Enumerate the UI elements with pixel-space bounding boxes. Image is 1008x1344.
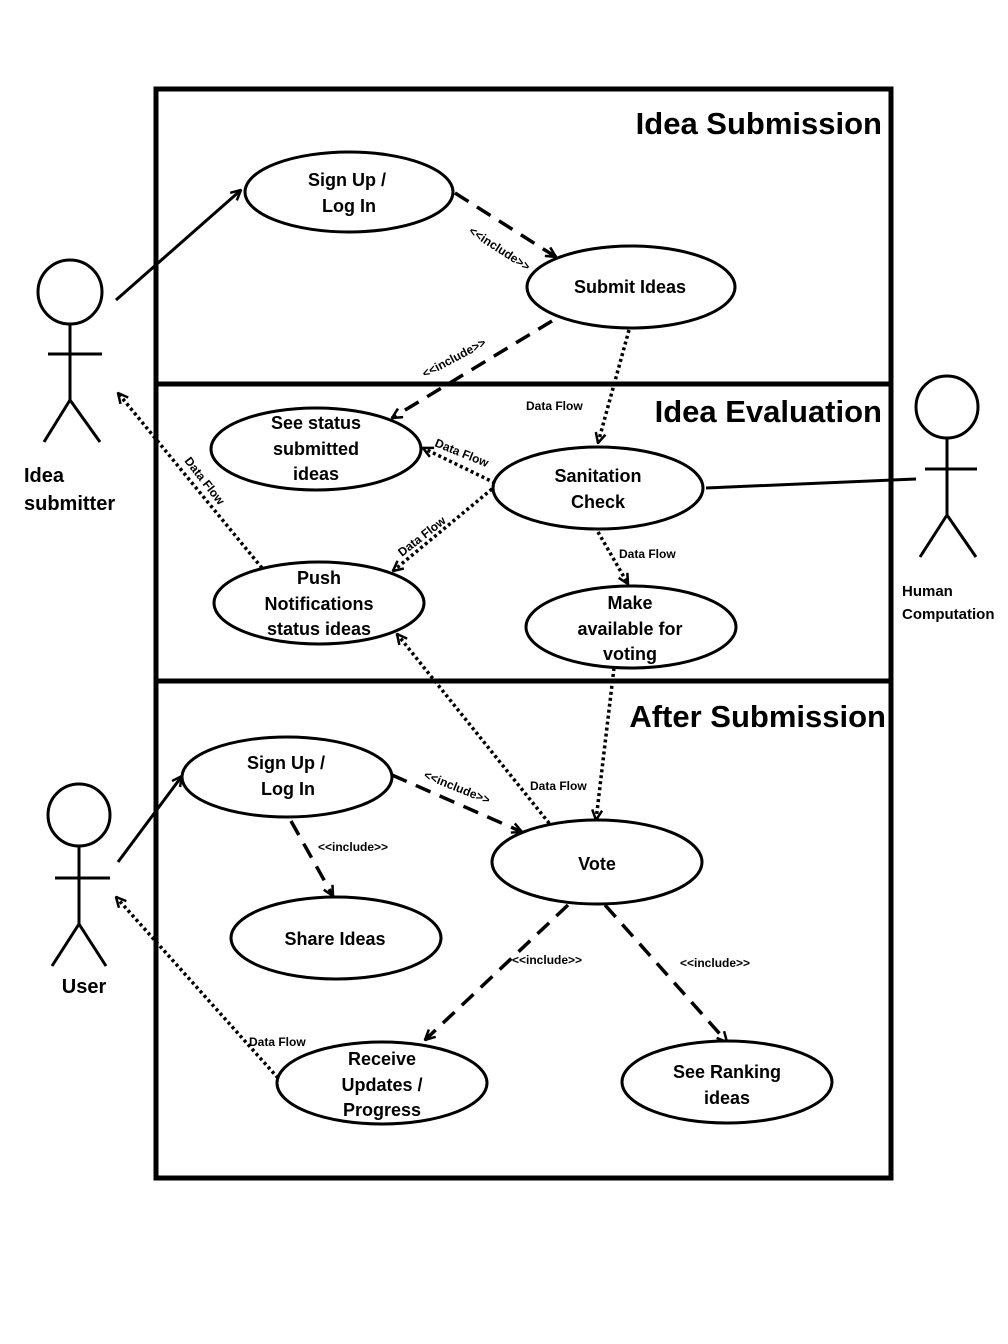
include-connectors: [289, 191, 727, 1042]
use-case-receive-updates[interactable]: Receive Updates / Progress: [275, 1040, 489, 1126]
use-case-label: Progress: [343, 1100, 421, 1120]
actor-label-human-2: Computation: [902, 606, 994, 623]
flow-make-vote: [596, 667, 616, 820]
include-label: <<include>>: [420, 335, 488, 380]
section-title-idea-submission: Idea Submission: [636, 106, 882, 141]
data-flow-label: Data Flow: [526, 399, 583, 413]
use-case-label: ideas: [704, 1088, 750, 1108]
data-flow-label: Data Flow: [249, 1035, 306, 1049]
use-case-share-ideas[interactable]: Share Ideas: [229, 895, 443, 981]
use-case-label: status ideas: [267, 619, 371, 639]
section-title-idea-evaluation: Idea Evaluation: [655, 394, 882, 429]
actor-human-computation: [914, 374, 980, 558]
use-case-label: Log In: [261, 779, 315, 799]
include-signup-submit: [454, 191, 556, 257]
data-flow-connectors: [116, 329, 631, 1080]
use-case-label: See status: [271, 413, 361, 433]
use-case-make-available[interactable]: Make available for voting: [524, 584, 738, 670]
use-case-label: Push: [297, 568, 341, 588]
use-case-label: Sign Up /: [247, 753, 325, 773]
actor-idea-submitter: [36, 258, 104, 443]
include-label: <<include>>: [422, 768, 492, 807]
flow-sanitation-make: [596, 531, 630, 584]
use-case-label: Notifications: [264, 594, 373, 614]
use-case-label: Sign Up /: [308, 170, 386, 190]
actor-label-idea-submitter-2: submitter: [24, 493, 115, 515]
data-flow-label: Data Flow: [530, 779, 587, 793]
include-label: <<include>>: [318, 840, 388, 854]
use-case-label: Sanitation: [554, 466, 641, 486]
actor-label-idea-submitter-1: Idea: [24, 465, 65, 487]
actor-head: [46, 782, 112, 848]
include-vote-ranking: [603, 903, 727, 1042]
boundary-outer: [153, 86, 894, 1181]
flow-sanitation-status: [423, 446, 496, 485]
flow-sanitation-push: [393, 487, 494, 571]
flow-receive-user: [116, 897, 280, 1080]
assoc-sanitation-human: [705, 477, 917, 490]
use-case-vote[interactable]: Vote: [490, 818, 704, 906]
use-case-label: Make: [607, 593, 652, 613]
use-case-label: voting: [603, 644, 657, 664]
use-case-label: Updates /: [341, 1075, 422, 1095]
include-submit-status: [392, 319, 553, 420]
actor-head: [36, 258, 104, 326]
assoc-submitter-signup: [115, 190, 241, 302]
use-case-sanitation-check[interactable]: Sanitation Check: [491, 445, 705, 531]
use-case-see-status[interactable]: See status submitted ideas: [209, 406, 423, 492]
use-case-signup-login-2[interactable]: Sign Up / Log In: [180, 735, 394, 819]
flow-push-submitter: [118, 393, 264, 570]
include-signup2-vote: [391, 773, 522, 832]
use-case-submit-ideas[interactable]: Submit Ideas: [525, 244, 737, 330]
section-title-after-submission: After Submission: [629, 699, 886, 734]
system-boundary: [153, 86, 894, 1181]
use-case-label: See Ranking: [673, 1062, 781, 1082]
flow-submit-sanitation: [598, 329, 631, 443]
include-label: <<include>>: [512, 953, 582, 967]
assoc-user-signup: [116, 776, 182, 863]
actor-label-human-1: Human: [902, 583, 953, 600]
actor-head: [914, 374, 980, 440]
actor-user: [46, 782, 112, 967]
use-case-label: Log In: [322, 196, 376, 216]
data-flow-label: Data Flow: [395, 513, 449, 559]
use-case-label: submitted: [273, 439, 359, 459]
associations: [115, 190, 917, 863]
use-case-label: ideas: [293, 464, 339, 484]
include-signup2-share: [289, 820, 335, 896]
actor-label-user: User: [62, 976, 107, 998]
include-label: <<include>>: [680, 956, 750, 970]
use-case-label: Submit Ideas: [574, 277, 686, 297]
use-case-label: Check: [571, 492, 626, 512]
include-label: <<include>>: [466, 224, 532, 274]
use-case-label: available for: [577, 619, 682, 639]
use-case-signup-login-1[interactable]: Sign Up / Log In: [243, 150, 455, 234]
use-case-push-notifications[interactable]: Push Notifications status ideas: [212, 560, 426, 646]
include-vote-receive: [425, 903, 570, 1040]
use-case-label: Vote: [578, 854, 616, 874]
data-flow-label: Data Flow: [619, 547, 676, 561]
use-case-see-ranking[interactable]: See Ranking ideas: [620, 1039, 834, 1125]
use-case-label: Share Ideas: [284, 929, 385, 949]
use-case-label: Receive: [348, 1049, 416, 1069]
